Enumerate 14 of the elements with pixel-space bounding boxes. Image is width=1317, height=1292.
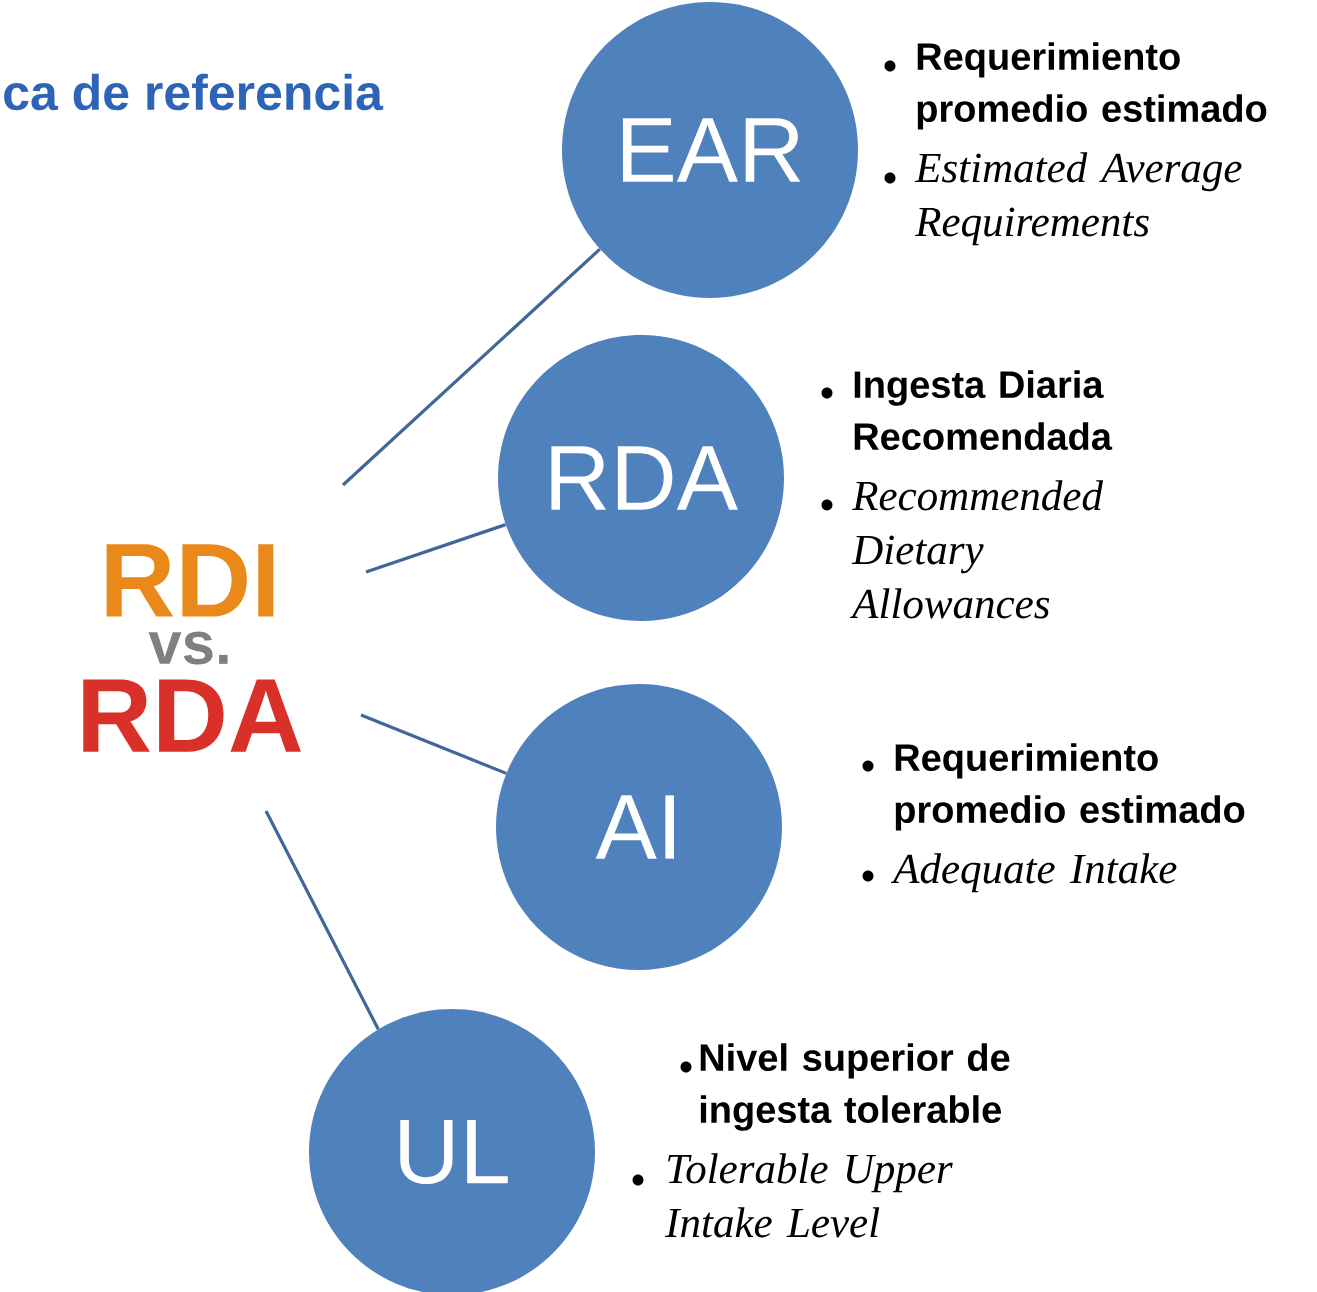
connector-line (365, 523, 507, 574)
caption-text: Recommended Dietary Allowances (849, 480, 1104, 619)
caption-text: Requerimiento promedio estimado (895, 743, 1245, 831)
caption-text: Tolerable Upper Intake Level (665, 1153, 953, 1238)
connector-line (360, 713, 507, 775)
rdi-vs-rda-text: RDI vs. RDA (83, 544, 301, 752)
connector-line (264, 810, 380, 1030)
title: ca de referencia (4, 73, 384, 111)
connector-line (341, 247, 601, 487)
caption-text: Nivel superior de ingesta tolerable (700, 1043, 1010, 1131)
caption-text: Requerimiento promedio estimado (917, 42, 1267, 130)
caption-text: Ingesta Diaria Recomendada (854, 370, 1113, 451)
caption-text: Estimated Average Requirements (914, 152, 1242, 246)
caption-text: Adequate Intake (890, 853, 1177, 893)
